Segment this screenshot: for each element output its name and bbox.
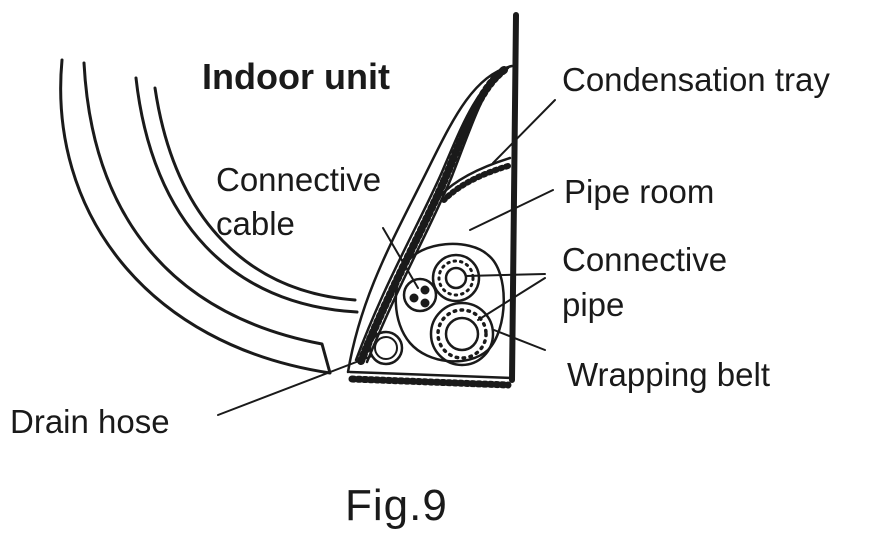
label-connective-pipe-line2: pipe bbox=[562, 286, 625, 323]
condensation-tray-lip bbox=[438, 156, 512, 198]
connective-cable bbox=[402, 277, 438, 313]
leader-connective-pipe-2 bbox=[477, 277, 546, 321]
leader-connective-pipe-1 bbox=[465, 273, 546, 277]
label-connective-cable-line1: Connective bbox=[216, 161, 382, 198]
connective-pipe-small-insulation-dots bbox=[437, 259, 475, 297]
indoor-unit-inner-wall bbox=[134, 76, 359, 314]
leader-drain-hose bbox=[217, 355, 373, 416]
label-wrapping-belt: Wrapping belt bbox=[567, 356, 771, 393]
connective-pipe-small bbox=[444, 266, 468, 290]
wall-plate bbox=[509, 12, 519, 383]
title-indoor-unit: Indoor unit bbox=[202, 56, 390, 97]
figure-caption: Fig.9 bbox=[345, 481, 448, 530]
connective-pipe-large bbox=[444, 316, 480, 352]
label-drain-hose: Drain hose bbox=[10, 403, 170, 440]
drain-hose bbox=[368, 330, 404, 366]
bottom-strip-hatch bbox=[348, 375, 512, 389]
leader-connective-cable bbox=[382, 227, 419, 289]
leader-pipe-room bbox=[469, 189, 554, 231]
connective-pipe-large-insulation-dots bbox=[436, 308, 488, 360]
drain-hose-inner bbox=[374, 336, 398, 360]
cable-core-1 bbox=[409, 293, 419, 303]
pipe-room-boundary bbox=[346, 64, 514, 374]
leader-wrapping-belt bbox=[493, 329, 546, 351]
cable-core-3 bbox=[420, 298, 430, 308]
label-condensation-tray: Condensation tray bbox=[562, 61, 830, 98]
label-connective-cable-line2: cable bbox=[216, 205, 295, 242]
label-connective-pipe-line1: Connective bbox=[562, 241, 728, 278]
cable-core-2 bbox=[420, 285, 430, 295]
bottom-strip bbox=[348, 370, 514, 380]
label-pipe-room: Pipe room bbox=[564, 173, 715, 210]
condensation-tray-hatch bbox=[357, 66, 508, 365]
indoor-unit-inner-wall-2 bbox=[153, 86, 357, 302]
leader-condensation-tray bbox=[492, 99, 556, 164]
connective-pipe-large-insulation bbox=[429, 301, 495, 367]
condensation-tray-lip-hatch bbox=[441, 163, 511, 203]
connective-pipe-small-insulation bbox=[431, 253, 481, 303]
